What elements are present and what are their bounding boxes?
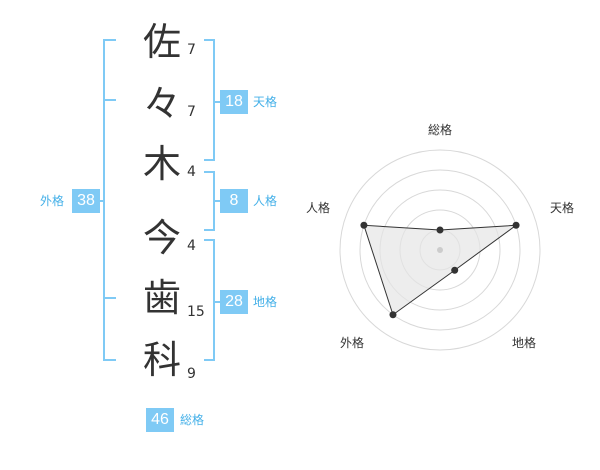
radar-point-3 [451, 266, 459, 274]
name-char-4: 今 [142, 216, 181, 260]
chikaku-bracket [204, 239, 215, 361]
gaikaku-label: 外格 [40, 194, 65, 208]
stroke-count-2: 7 [187, 104, 196, 120]
chikaku-label: 地格 [253, 295, 278, 309]
radar-axis-label-chikaku: 地格 [512, 335, 536, 350]
soukaku-label: 総格 [180, 413, 205, 427]
tenkaku-badge: 18 [220, 90, 248, 114]
radar-axis-label-soukaku: 総格 [428, 122, 452, 137]
jinkaku-label: 人格 [253, 194, 278, 208]
radar-axis-label-jinkaku: 人格 [306, 200, 330, 215]
tenkaku-label: 天格 [253, 95, 278, 109]
stroke-count-5: 15 [187, 304, 205, 320]
stroke-count-6: 9 [187, 366, 196, 382]
radar-point-1 [436, 226, 444, 234]
tenkaku-bracket [204, 39, 215, 161]
gaikaku-badge: 38 [72, 189, 100, 213]
stroke-count-3: 4 [187, 164, 196, 180]
stroke-count-1: 7 [187, 42, 196, 58]
radar-axis-label-tenkaku: 天格 [550, 200, 574, 215]
name-char-5: 歯 [142, 276, 181, 320]
radar-points [360, 221, 520, 319]
radar-point-2 [512, 221, 520, 229]
stroke-count-4: 4 [187, 238, 196, 254]
chikaku-badge: 28 [220, 290, 248, 314]
radar-center-dot [437, 247, 443, 253]
radar-ring-5 [339, 149, 541, 351]
soukaku-badge: 46 [146, 408, 174, 432]
name-char-2: 々 [142, 82, 181, 126]
radar-ring-4 [359, 169, 521, 331]
radar-axis-label-gaikaku: 外格 [340, 335, 364, 350]
radar-area [363, 224, 518, 316]
name-char-1: 佐 [142, 20, 181, 64]
radar-point-4 [389, 311, 397, 319]
radar-point-5 [360, 221, 368, 229]
jinkaku-badge: 8 [220, 189, 248, 213]
name-char-6: 科 [142, 338, 181, 382]
name-char-3: 木 [142, 142, 181, 186]
